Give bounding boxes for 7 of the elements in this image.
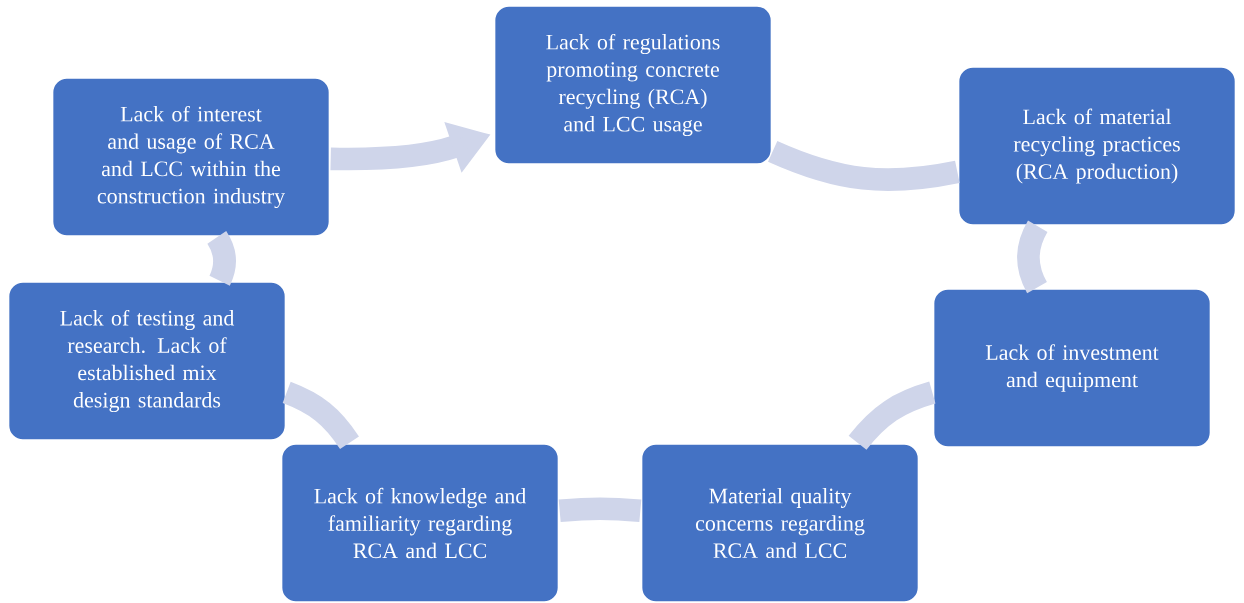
- process-box: Material quality concerns regarding RCA and LCC: [640, 442, 920, 603]
- process-box: Lack of material recycling practices (RCA production): [957, 65, 1237, 227]
- process-box: Lack of knowledge and familiarity regarding RCA and LCC: [280, 442, 560, 603]
- process-box: Lack of investment and equipment: [932, 287, 1212, 449]
- process-box: Lack of regulations promoting concrete recycling (RCA) and LCC usage: [493, 4, 773, 166]
- process-box: Lack of testing and research. Lack of established mix design standards: [7, 280, 287, 442]
- process-box: Lack of interest and usage of RCA and LCC within the construction industry: [51, 76, 331, 238]
